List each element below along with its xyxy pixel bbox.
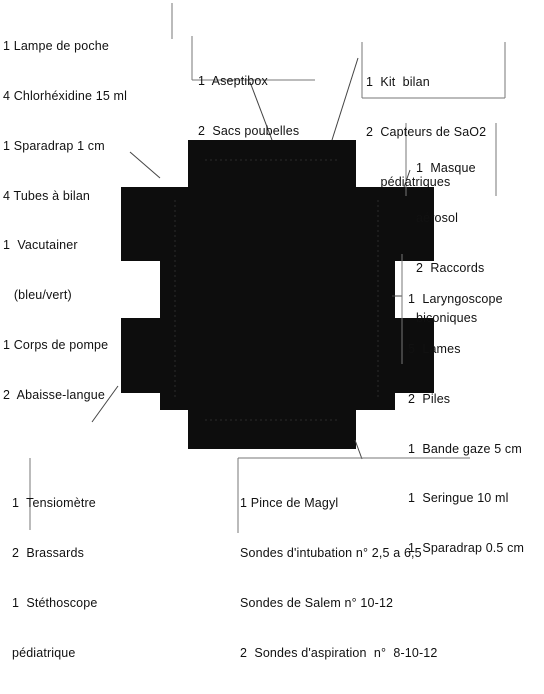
bag-bottom-section (188, 405, 356, 449)
item-line: pédiatriques (366, 174, 451, 189)
item-line: 2 Brassards (12, 545, 84, 560)
item-line: 2 Raccords (416, 260, 485, 275)
item-line: 1 Aseptibox (198, 74, 268, 89)
bag-top-section (188, 140, 356, 187)
item-line: 2 Sondes d'aspiration n° 8-10-12 (240, 645, 438, 660)
item-line: 4 Tubes à bilan (3, 188, 91, 203)
border-top-right (361, 42, 506, 99)
item-line: Sondes de Salem n° 10-12 (240, 595, 394, 610)
callout-top-right: 1 Kit bilan 2 Capteurs de SaO2 pédiatriq… (366, 41, 486, 224)
item-line: 1 Tensiomètre (12, 496, 96, 511)
border-right-upper (405, 123, 497, 196)
bag-lower-body (160, 302, 395, 410)
bag-diagram (29, 3, 506, 533)
item-line: 1 Laryngoscope (408, 292, 503, 307)
item-line: 5 Lames (408, 341, 461, 356)
bag-left-upper-pocket (121, 187, 163, 261)
bag-upper-body (160, 187, 395, 317)
callout-right-upper: 1 Masque aérosol 2 Raccords biconiques (416, 127, 484, 359)
leader-top-center (249, 81, 273, 141)
diagram-stage: 1 Lampe de poche 4 Chlorhéxidine 15 ml 1… (3, 3, 524, 660)
callout-bottom-left: 1 Tensiomètre 2 Brassards 1 Stéthoscope … (12, 462, 98, 694)
item-line: biconiques (416, 310, 478, 325)
item-line: 1 Masque (416, 161, 476, 176)
item-line: 4 Chlorhéxidine 15 ml (3, 88, 128, 103)
item-line: (bleu/vert) (3, 288, 72, 303)
callout-bottom-center: 1 Pince de Magyl Sondes d'intubation n° … (240, 462, 437, 694)
bag-right-lower-pocket (392, 318, 434, 393)
item-line: pédiatrique (12, 645, 76, 660)
item-line: 1 Bande gaze 5 cm (408, 441, 522, 456)
callout-top-center: 1 Aseptibox 2 Sacs poubelles (198, 40, 299, 173)
leader-lines (91, 57, 411, 460)
border-top-center (191, 36, 315, 81)
compartment-lines (174, 159, 379, 421)
leader-top-right (331, 57, 359, 141)
leader-bottom-center (354, 439, 363, 460)
item-line: aérosol (416, 210, 459, 225)
item-line: Sondes d'intubation n° 2,5 a 6,5 (240, 545, 422, 560)
leader-bottom-left (91, 385, 119, 423)
leader-top-left (129, 151, 161, 179)
item-line: 1 Kit bilan (366, 75, 430, 90)
bag-left-lower-pocket (121, 318, 163, 393)
item-line: 1 Vacutainer (3, 238, 78, 253)
item-line: 1 Lampe de poche (3, 39, 109, 54)
item-line: 1 Sparadrap 1 cm (3, 138, 105, 153)
callout-top-left: 1 Lampe de poche 4 Chlorhéxidine 15 ml 1… (3, 5, 127, 436)
item-line: 1 Pince de Magyl (240, 496, 339, 511)
border-bottom-center (237, 457, 470, 533)
item-line: 1 Seringue 10 ml (408, 491, 509, 506)
item-line: 2 Sacs poubelles (198, 123, 300, 138)
bag-silhouette (121, 140, 434, 449)
item-line: 2 Abaisse-langue (3, 387, 105, 402)
item-line: 2 Piles (408, 391, 451, 406)
leader-right-upper (403, 169, 411, 188)
callout-borders (29, 3, 506, 533)
bag-right-upper-pocket (392, 187, 434, 261)
item-line: 1 Stéthoscope (12, 595, 98, 610)
item-line: 2 Capteurs de SaO2 (366, 124, 487, 139)
item-line: 1 Corps de pompe (3, 337, 109, 352)
